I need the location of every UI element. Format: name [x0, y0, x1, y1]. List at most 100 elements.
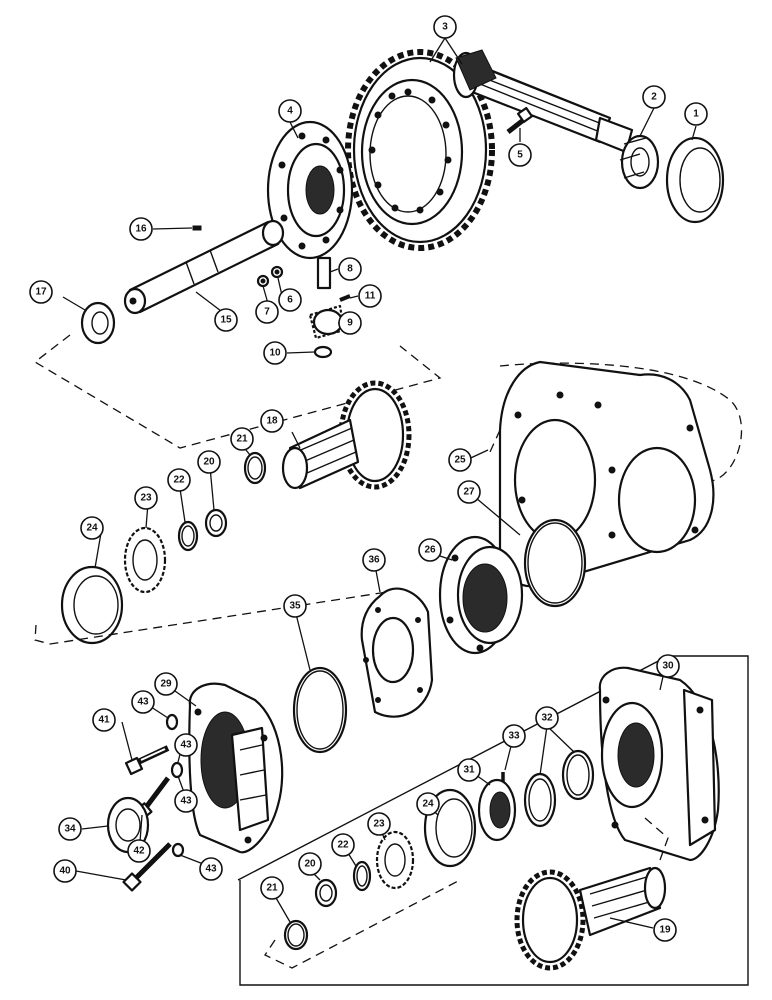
- svg-text:20: 20: [203, 457, 215, 468]
- svg-text:18: 18: [266, 416, 278, 427]
- parts-group-frame: [237, 655, 749, 986]
- diff-case-part-4: [266, 120, 354, 260]
- callout-41: 41: [92, 708, 116, 732]
- callout-8: 8: [338, 257, 362, 281]
- svg-text:10: 10: [269, 348, 281, 359]
- svg-text:43: 43: [137, 697, 149, 708]
- callout-36: 36: [362, 548, 386, 572]
- callout-16: 16: [129, 217, 153, 241]
- callout-20-lower: 20: [298, 852, 322, 876]
- pin-part-16: [192, 225, 202, 231]
- svg-text:33: 33: [508, 731, 520, 742]
- svg-text:5: 5: [517, 150, 523, 161]
- svg-text:27: 27: [463, 487, 475, 498]
- svg-text:6: 6: [287, 295, 293, 306]
- svg-text:43: 43: [180, 796, 192, 807]
- svg-text:1: 1: [693, 109, 699, 120]
- svg-text:36: 36: [368, 555, 380, 566]
- svg-text:11: 11: [365, 291, 376, 302]
- callout-29: 29: [154, 672, 178, 696]
- callout-27: 27: [457, 480, 481, 504]
- callout-23: 23: [134, 486, 158, 510]
- bolt-part-40: [122, 842, 172, 892]
- svg-text:26: 26: [424, 545, 436, 556]
- callout-40: 40: [53, 859, 77, 883]
- callout-22: 22: [167, 468, 191, 492]
- svg-text:30: 30: [662, 661, 674, 672]
- callout-21-lower: 21: [260, 876, 284, 900]
- cross-shaft-part-15: [123, 219, 285, 315]
- callout-34: 34: [58, 817, 82, 841]
- bearing-carrier-part-26: [438, 535, 524, 655]
- svg-text:40: 40: [59, 866, 71, 877]
- dashed-outline-right: [499, 362, 743, 484]
- washer-part-43-a: [165, 713, 179, 731]
- bearing-cone-part-2: [619, 134, 660, 190]
- svg-text:16: 16: [135, 224, 147, 235]
- svg-text:34: 34: [64, 824, 76, 835]
- svg-text:24: 24: [422, 799, 434, 810]
- callout-9: 9: [338, 311, 362, 335]
- svg-text:4: 4: [287, 106, 293, 117]
- svg-text:43: 43: [205, 864, 217, 875]
- svg-text:9: 9: [347, 318, 353, 329]
- svg-text:21: 21: [266, 883, 278, 894]
- svg-text:25: 25: [454, 455, 466, 466]
- callout-25: 25: [448, 448, 472, 472]
- svg-text:35: 35: [289, 601, 301, 612]
- callout-22-lower: 22: [331, 833, 355, 857]
- callout-19: 19: [653, 918, 677, 942]
- washer-part-43-b: [170, 761, 184, 779]
- callout-5: 5: [508, 143, 532, 167]
- pinion-shaft-part-3: [452, 49, 634, 154]
- pinion-gear-part-9: [308, 304, 346, 340]
- svg-text:21: 21: [236, 434, 248, 445]
- callout-26: 26: [418, 538, 442, 562]
- bolt-part-41: [124, 745, 170, 776]
- callout-10: 10: [263, 341, 287, 365]
- nut-part-6: [270, 265, 284, 279]
- svg-text:15: 15: [220, 315, 232, 326]
- svg-text:17: 17: [35, 287, 47, 298]
- callout-18: 18: [260, 409, 284, 433]
- svg-text:22: 22: [173, 475, 185, 486]
- bearing-cup-part-1: [665, 136, 725, 224]
- svg-text:24: 24: [86, 523, 98, 534]
- svg-text:31: 31: [463, 765, 475, 776]
- svg-text:20: 20: [304, 859, 316, 870]
- callout-30: 30: [656, 654, 680, 678]
- gasket-part-36: [360, 587, 434, 718]
- callout-43-c: 43: [174, 789, 198, 813]
- svg-text:19: 19: [659, 925, 671, 936]
- pin-part-11: [339, 294, 351, 302]
- callout-15: 15: [214, 308, 238, 332]
- svg-text:32: 32: [541, 713, 553, 724]
- callout-1: 1: [684, 102, 708, 126]
- callout-43-d: 43: [199, 857, 223, 881]
- svg-text:3: 3: [442, 22, 448, 33]
- svg-text:23: 23: [140, 493, 152, 504]
- callout-33: 33: [502, 724, 526, 748]
- callout-20: 20: [197, 450, 221, 474]
- callout-31: 31: [457, 758, 481, 782]
- callout-2: 2: [642, 85, 666, 109]
- callout-7: 7: [255, 300, 279, 324]
- bolt-part-5: [506, 106, 534, 134]
- ring-gear-part-3: [345, 49, 495, 251]
- washer-part-43-c: [171, 842, 185, 858]
- svg-text:8: 8: [347, 264, 353, 275]
- svg-text:2: 2: [651, 92, 657, 103]
- pin-part-8: [316, 256, 332, 290]
- callout-32: 32: [535, 706, 559, 730]
- o-ring-part-35: [292, 666, 348, 754]
- seal-part-31: [477, 778, 517, 842]
- svg-text:41: 41: [98, 715, 110, 726]
- bearing-cone-part-23-upper: [123, 526, 167, 594]
- callout-42: 42: [127, 839, 151, 863]
- spacer-part-20-lower: [314, 878, 338, 908]
- svg-text:29: 29: [160, 679, 172, 690]
- gear-shaft-part-19: [514, 866, 667, 971]
- washer-part-10: [313, 345, 333, 359]
- ring-part-32-b: [561, 749, 595, 801]
